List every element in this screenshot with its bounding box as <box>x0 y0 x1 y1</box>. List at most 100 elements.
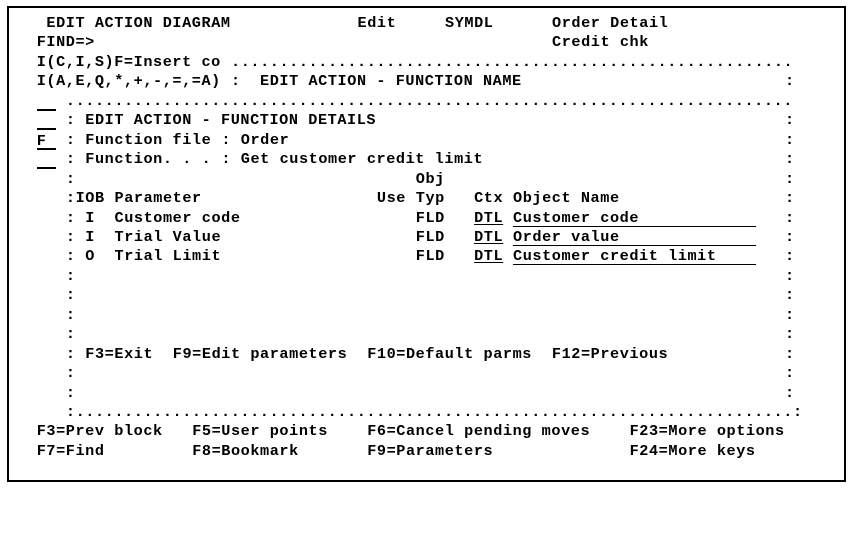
insert-codes-row: I(C,I,S)F=Insert co ....................… <box>27 53 817 72</box>
ctx-header: Ctx <box>474 189 504 208</box>
f23-more-options-key[interactable]: F23=More options <box>629 422 785 441</box>
f5-user-points-key[interactable]: F5=User points <box>192 422 328 441</box>
object-name-input[interactable]: Customer credit limit <box>513 249 756 266</box>
context-line-2: Credit chk <box>552 33 649 52</box>
insert-codes-legend: I(C,I,S)F=Insert co <box>36 52 221 71</box>
line-command-input-3[interactable]: F <box>36 133 56 150</box>
f12-previous-key[interactable]: F12=Previous <box>551 344 669 363</box>
function-file-row: F : Function file : Order : <box>27 131 817 150</box>
empty-row: : : <box>27 384 817 403</box>
find-input[interactable] <box>95 33 535 52</box>
ctx-input[interactable]: DTL <box>474 208 504 227</box>
empty-row: : : <box>27 364 817 383</box>
empty-row: : : <box>27 286 817 305</box>
empty-row: : : <box>27 267 817 286</box>
details-right-border: : <box>785 150 795 169</box>
details-right-border: : <box>785 344 795 363</box>
details-left-border: : <box>65 111 76 130</box>
find-row: FIND=> Credit chk <box>27 33 817 52</box>
f3-prev-block-key[interactable]: F3=Prev block <box>36 422 163 441</box>
use-header: Use <box>376 189 406 208</box>
terminal-screen: EDIT ACTION DIAGRAM Edit SYMDL Order Det… <box>27 14 817 474</box>
details-left-border: : <box>65 286 76 305</box>
details-right-border: : <box>785 305 795 324</box>
line-command-input-1[interactable] <box>36 95 56 111</box>
f24-more-keys-key[interactable]: F24=More keys <box>629 441 756 460</box>
object-name-input[interactable]: Customer code <box>513 210 756 227</box>
function-file-label: Function file <box>85 130 212 149</box>
outer-window-top-border: ........................................… <box>231 52 794 71</box>
iob-header: IOB <box>75 189 105 208</box>
mode-label: Edit <box>357 14 397 32</box>
details-left-border: : <box>65 266 76 285</box>
iob-value: O <box>85 247 95 266</box>
details-left-border: : <box>65 150 76 169</box>
obj-typ-header: Typ <box>415 189 445 208</box>
function-separator: : <box>221 150 232 169</box>
details-left-border: : <box>65 247 76 266</box>
object-name-input[interactable]: Order value <box>513 229 756 246</box>
f3-exit-key[interactable]: F3=Exit <box>85 344 154 363</box>
f8-bookmark-key[interactable]: F8=Bookmark <box>192 441 299 460</box>
f10-default-parms-key[interactable]: F10=Default parms <box>367 344 532 363</box>
details-left-border: : <box>65 208 76 227</box>
outer-window-left-border: : <box>231 72 241 91</box>
column-header-row: : IOB Parameter Use Typ Ctx Object Name … <box>27 189 817 208</box>
context-line-1: Order Detail <box>552 14 669 32</box>
details-bottom-row: :.......................................… <box>27 403 817 422</box>
details-left-border: : <box>65 325 76 344</box>
details-title-row: : EDIT ACTION - FUNCTION DETAILS : <box>27 111 817 131</box>
empty-row: : : <box>27 325 817 344</box>
function-value: Get customer credit limit <box>240 150 484 169</box>
terminal-window <box>7 6 846 482</box>
details-right-border: : <box>785 111 795 130</box>
details-right-border: : <box>785 208 795 227</box>
action-codes-row: I(A,E,Q,*,+,-,=,=A) : EDIT ACTION - FUNC… <box>27 72 817 91</box>
parameter-row: : I Trial Value FLD DTL Order value : <box>27 228 817 247</box>
line-command-input-2[interactable] <box>36 114 56 131</box>
parameter-row: : I Customer code FLD DTL Customer code … <box>27 209 817 228</box>
f9-parameters-key[interactable]: F9=Parameters <box>367 441 494 460</box>
parameter-row: : O Trial Limit FLD DTL Customer credit … <box>27 247 817 266</box>
details-right-border: : <box>785 286 795 305</box>
parameter-name: Trial Limit <box>114 247 222 266</box>
details-right-border: : <box>785 169 795 188</box>
object-name-header: Object Name <box>513 189 620 208</box>
parameter-name: Customer code <box>114 208 241 227</box>
details-left-border: : <box>65 364 76 383</box>
details-window-top-border: ........................................… <box>65 91 793 110</box>
column-header-top-row: : Obj : <box>27 170 817 189</box>
details-left-border: : <box>65 305 76 324</box>
line-command-input-4[interactable] <box>36 153 56 170</box>
f9-edit-parameters-key[interactable]: F9=Edit parameters <box>172 344 348 363</box>
details-left-border: : <box>65 344 76 363</box>
function-row: : Function. . . : Get customer credit li… <box>27 150 817 170</box>
details-window-title: EDIT ACTION - FUNCTION DETAILS <box>85 111 377 130</box>
outer-window-title: EDIT ACTION - FUNCTION NAME <box>260 72 522 91</box>
iob-value: I <box>85 227 95 246</box>
ctx-input[interactable]: DTL <box>474 227 504 246</box>
obj-typ-value: FLD <box>415 208 445 227</box>
model-label: SYMDL <box>445 14 494 32</box>
footer-row-2: F7=Find F8=Bookmark F9=Parameters F24=Mo… <box>27 442 817 461</box>
details-right-border: : <box>785 364 795 383</box>
parameter-name: Trial Value <box>114 227 222 246</box>
details-left-border: : <box>65 383 76 402</box>
details-right-border: : <box>785 325 795 344</box>
obj-typ-value: FLD <box>415 227 445 246</box>
ctx-input[interactable]: DTL <box>474 247 504 266</box>
f6-cancel-pending-moves-key[interactable]: F6=Cancel pending moves <box>367 422 591 441</box>
action-codes-legend: I(A,E,Q,*,+,-,=,=A) <box>36 72 221 91</box>
f7-find-key[interactable]: F7=Find <box>36 441 105 460</box>
obj-typ-header-top: Obj <box>415 169 445 188</box>
details-left-border: : <box>65 189 76 208</box>
details-left-border: : <box>65 227 76 246</box>
details-right-border: : <box>785 130 795 149</box>
details-left-border: : <box>65 169 76 188</box>
details-top-row: ........................................… <box>27 92 817 111</box>
find-label: FIND=> <box>36 33 95 52</box>
window-function-keys-row: : F3=Exit F9=Edit parameters F10=Default… <box>27 345 817 364</box>
header-row: EDIT ACTION DIAGRAM Edit SYMDL Order Det… <box>27 14 817 33</box>
footer-row-1: F3=Prev block F5=User points F6=Cancel p… <box>27 422 817 441</box>
details-right-border: : <box>785 189 795 208</box>
